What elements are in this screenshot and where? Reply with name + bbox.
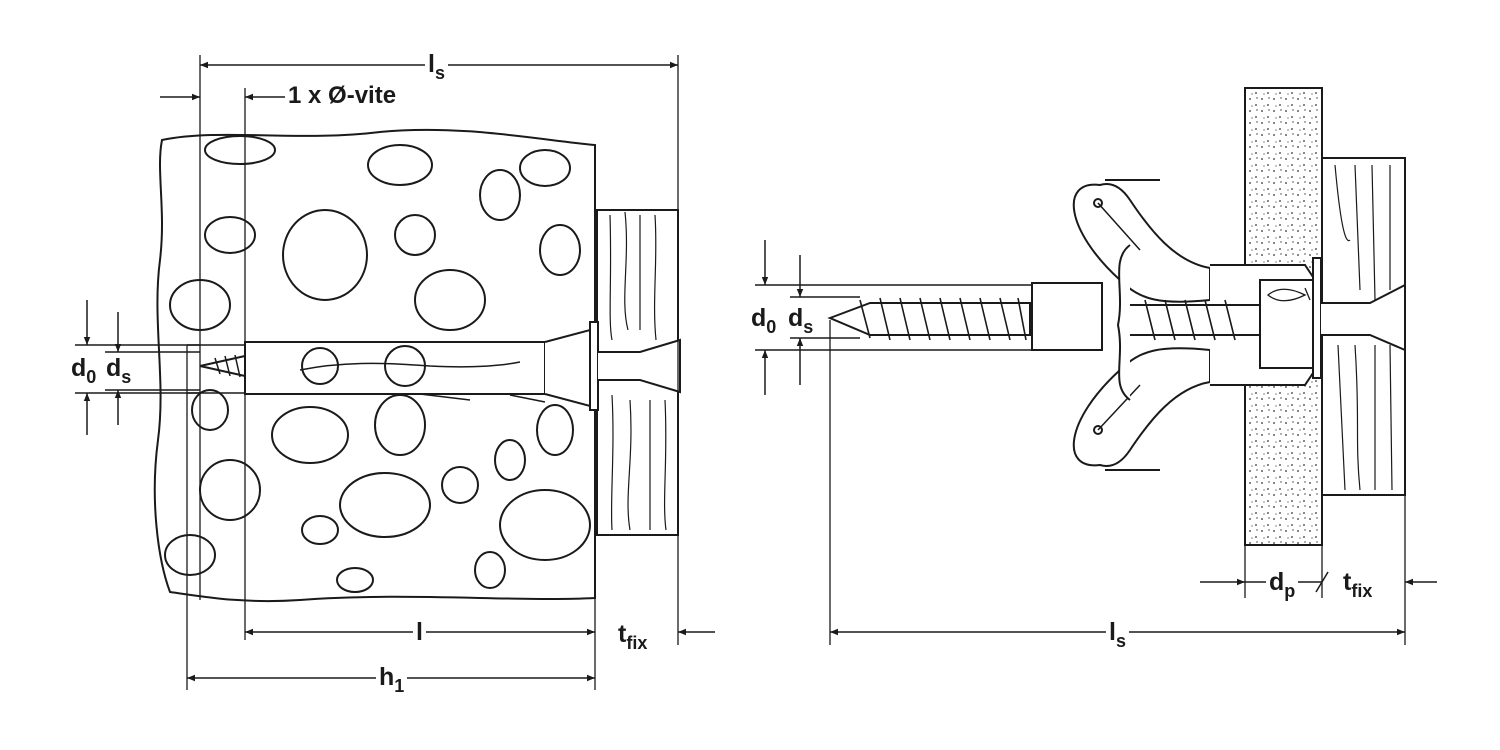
dim-ds-left-label: ds [106, 354, 132, 387]
dim-h1-label: h1 [376, 665, 408, 695]
dim-d0-left-label: d0 [71, 354, 97, 387]
dim-tfix-left-label: tfix [618, 620, 648, 653]
dim-dp-label: dp [1266, 570, 1299, 600]
dim-tfix-right-label: tfix [1343, 568, 1373, 601]
dim-ds-right-label: ds [788, 304, 814, 337]
extension-lines-left [186, 55, 679, 690]
spring-toggle-anchor [1072, 179, 1322, 471]
dim-l-label: l [413, 620, 426, 645]
dim-d0-right-label: d0 [751, 304, 777, 337]
screw-left [199, 338, 681, 394]
nylon-anchor-left [244, 321, 599, 411]
screw-right [827, 282, 1406, 352]
dim-ls-right-label: ls [1106, 620, 1129, 650]
dim-ls-left-label: ls [425, 52, 448, 82]
dim-screw-diameter-label: 1 x Ø-vite [285, 84, 400, 108]
